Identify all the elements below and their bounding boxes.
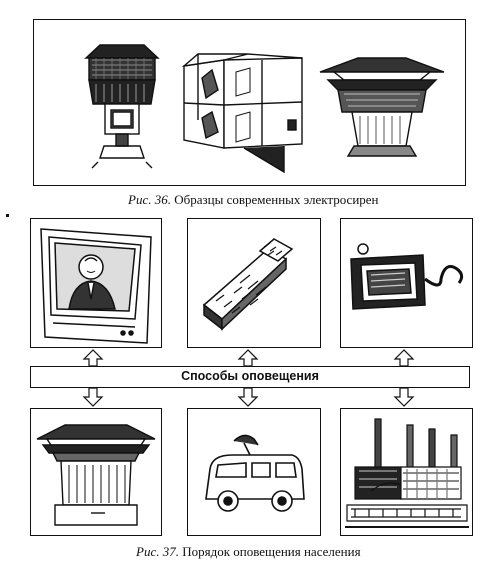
factory-horn-icon — [345, 418, 469, 528]
tv-presenter-icon — [40, 228, 152, 344]
phone-frame — [187, 218, 321, 348]
van-frame — [187, 408, 321, 536]
loudspeaker-van-icon — [205, 434, 305, 512]
fig37-caption-text: Порядок оповещения населения — [182, 544, 361, 559]
siren-icon — [36, 424, 156, 526]
fig36-frame — [33, 19, 466, 186]
fig37-caption: Рис. 37. Порядок оповещения населения — [136, 544, 361, 560]
telephone-handset-icon — [202, 238, 294, 331]
fig36-caption-text: Образцы современных электросирен — [174, 192, 379, 207]
methods-band — [30, 366, 470, 388]
radio-receiver-icon — [350, 243, 464, 310]
factory-frame — [340, 408, 473, 536]
margin-mark — [6, 214, 9, 217]
fig36-caption-prefix: Рис. 36. — [128, 192, 171, 207]
fig36-caption: Рис. 36. Образцы современных электросире… — [128, 192, 379, 208]
siren-horn-box-icon — [181, 53, 303, 174]
tv-frame — [30, 218, 162, 348]
siren-frame — [30, 408, 162, 536]
fig37-caption-prefix: Рис. 37. — [136, 544, 179, 559]
siren-roofed-icon — [319, 57, 445, 157]
methods-band-label: Способы оповещения — [181, 369, 319, 383]
siren-round-cage-icon — [84, 44, 160, 169]
radio-frame — [340, 218, 473, 348]
